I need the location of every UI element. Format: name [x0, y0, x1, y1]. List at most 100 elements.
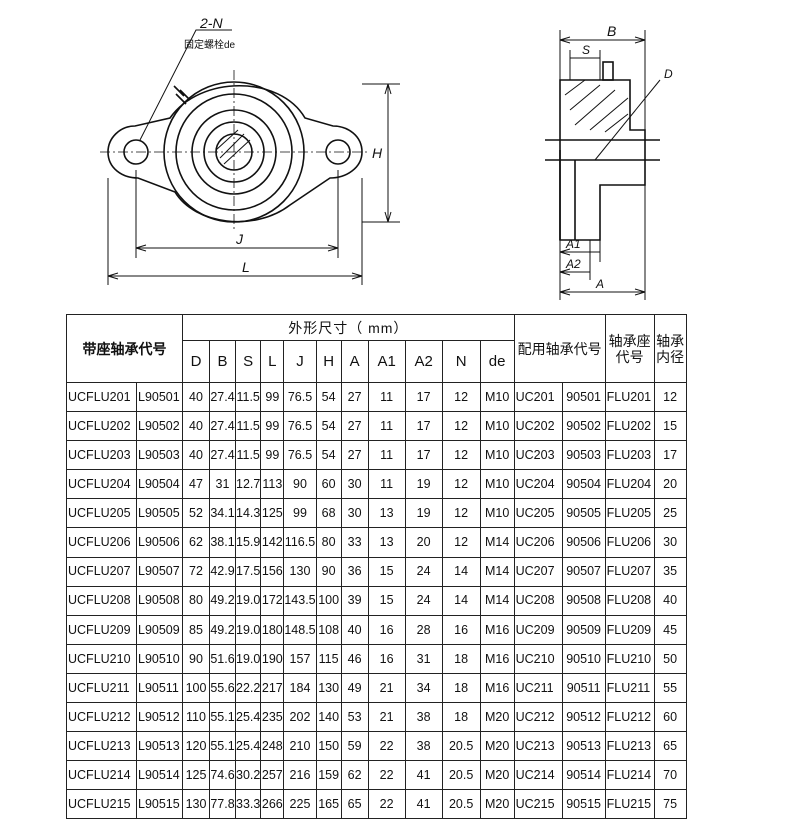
table-cell: 75 — [653, 789, 687, 819]
table-cell: 16 — [367, 643, 406, 674]
table-cell: 21 — [367, 702, 406, 733]
table-cell: 22 — [367, 789, 406, 819]
table-cell: M10 — [479, 440, 515, 471]
table-cell: 12 — [441, 381, 481, 413]
table-cell: M16 — [479, 643, 515, 674]
dim-header-n: N — [441, 340, 481, 383]
table-cell: 148.5 — [283, 614, 317, 645]
table-cell: 12.7 — [234, 469, 262, 500]
table-cell: 35 — [653, 556, 687, 587]
table-cell: 40 — [182, 440, 210, 471]
side-flange — [559, 150, 576, 240]
table-cell: 17 — [653, 440, 687, 471]
header-housing: 轴承座代号 — [604, 314, 655, 383]
table-cell: UC210 — [513, 643, 563, 674]
dim-header-b: B — [209, 340, 236, 383]
table-cell: 90509 — [561, 614, 606, 645]
table-cell: 34 — [404, 672, 443, 704]
technical-drawing: 2-N 固定螺栓de H J L B S D A1 A2 A — [100, 15, 673, 300]
table-cell: FLU204 — [604, 469, 655, 500]
table-cell: UC208 — [513, 585, 563, 616]
label-D: D — [664, 67, 673, 81]
table-cell: 54 — [315, 411, 342, 442]
table-cell: 70 — [653, 760, 687, 791]
table-cell: 20 — [653, 469, 687, 500]
table-cell: 40 — [653, 585, 687, 616]
table-cell: 16 — [441, 614, 481, 645]
table-cell: 55.1 — [209, 731, 236, 762]
table-cell: FLU203 — [604, 440, 655, 471]
table-cell: UC203 — [513, 440, 563, 471]
table-cell: 40 — [182, 411, 210, 442]
label-L: L — [242, 259, 250, 275]
table-cell: L90504 — [136, 469, 183, 500]
table-cell: 55.6 — [209, 672, 236, 704]
table-cell: 27 — [340, 381, 369, 413]
table-cell: 90502 — [561, 411, 606, 442]
table-cell: UCFLU209 — [66, 614, 137, 645]
label-A2: A2 — [565, 257, 581, 271]
table-cell: 28 — [404, 614, 443, 645]
table-cell: FLU206 — [604, 527, 655, 558]
table-cell: 15.9 — [234, 527, 262, 558]
table-cell: UCFLU210 — [66, 643, 137, 674]
table-cell: 225 — [283, 789, 317, 819]
table-cell: 76.5 — [283, 381, 317, 413]
dim-header-de: de — [479, 340, 515, 383]
table-cell: 125 — [182, 760, 210, 791]
table-cell: 49.2 — [209, 614, 236, 645]
table-cell: L90506 — [136, 527, 183, 558]
label-bolt: 固定螺栓de — [184, 38, 236, 51]
table-cell: 210 — [283, 731, 317, 762]
label-A: A — [595, 277, 604, 291]
table-cell: M10 — [479, 498, 515, 529]
table-cell: 11.5 — [234, 440, 262, 471]
table-cell: 90508 — [561, 585, 606, 616]
table-cell: 14 — [441, 556, 481, 587]
table-cell: 11 — [367, 411, 406, 442]
table-cell: 90514 — [561, 760, 606, 791]
table-cell: 19 — [404, 498, 443, 529]
side-hatch — [564, 79, 629, 133]
table-cell: M10 — [479, 411, 515, 442]
dim-header-l: L — [260, 340, 285, 383]
table-cell: L90514 — [136, 760, 183, 791]
table-cell: UC214 — [513, 760, 563, 791]
table-cell: 140 — [315, 702, 342, 733]
table-cell: 31 — [209, 469, 236, 500]
table-cell: 90501 — [561, 381, 606, 413]
table-cell: 55 — [653, 672, 687, 704]
table-cell: M14 — [479, 527, 515, 558]
label-H: H — [372, 145, 383, 161]
table-cell: 266 — [260, 789, 285, 819]
table-cell: 38 — [404, 702, 443, 733]
header-bearing: 配用轴承代号 — [513, 314, 606, 383]
table-cell: 80 — [182, 585, 210, 616]
table-cell: 60 — [653, 702, 687, 733]
table-cell: M16 — [479, 672, 515, 704]
table-cell: 11.5 — [234, 381, 262, 413]
table-cell: 217 — [260, 672, 285, 704]
table-cell: L90510 — [136, 643, 183, 674]
table-cell: 49.2 — [209, 585, 236, 616]
table-cell: L90509 — [136, 614, 183, 645]
table-cell: 116.5 — [283, 527, 317, 558]
table-cell: 130 — [315, 672, 342, 704]
table-cell: 202 — [283, 702, 317, 733]
table-cell: 14 — [441, 585, 481, 616]
table-cell: L90512 — [136, 702, 183, 733]
table-cell: FLU205 — [604, 498, 655, 529]
table-cell: 235 — [260, 702, 285, 733]
table-cell: FLU201 — [604, 381, 655, 413]
table-cell: 51.6 — [209, 643, 236, 674]
table-cell: 68 — [315, 498, 342, 529]
table-cell: 40 — [340, 614, 369, 645]
table-cell: 157 — [283, 643, 317, 674]
table-cell: 90503 — [561, 440, 606, 471]
table-cell: 11 — [367, 381, 406, 413]
